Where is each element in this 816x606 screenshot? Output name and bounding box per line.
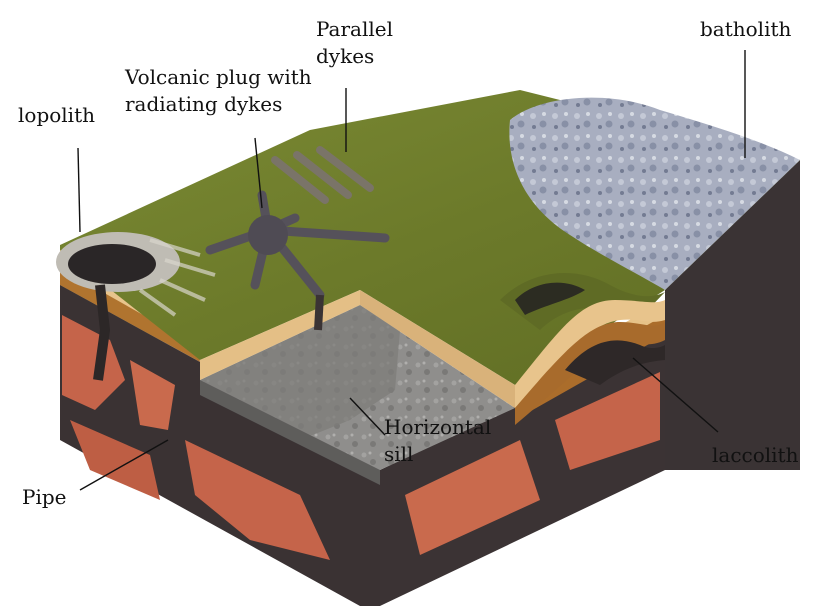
laccolith-dark-hollow	[515, 282, 585, 315]
label-laccolith: laccolith	[712, 443, 799, 467]
label-volcanic-plug: Volcanic plug with radiating dykes	[125, 64, 312, 118]
plug-core	[248, 215, 288, 255]
brown-layer-front	[60, 268, 200, 362]
lopolith-rays	[138, 238, 216, 317]
laccolith-body	[565, 340, 665, 385]
parallel-dyke-2	[293, 151, 352, 199]
laccolith	[500, 273, 665, 425]
label-horizontal-sill: Horizontal sill	[384, 414, 491, 468]
red-rock-right-1	[405, 440, 540, 555]
parallel-dykes	[271, 146, 374, 204]
plug-feeder	[314, 294, 324, 331]
label-horizontal-sill-line1: Horizontal	[384, 415, 492, 439]
lopolith-basin	[68, 244, 156, 284]
red-rock-patch-3	[185, 440, 330, 560]
leader-laccolith	[632, 357, 719, 433]
lopolith	[56, 232, 216, 381]
label-parallel-dykes-line1: Parallel	[316, 17, 393, 41]
batholith-side	[665, 160, 800, 470]
label-batholith: batholith	[700, 17, 792, 41]
label-parallel-dykes-line2: dykes	[316, 44, 375, 68]
label-volcanic-plug-line2: radiating dykes	[125, 92, 283, 116]
label-lopolith: lopolith	[18, 103, 95, 127]
radiating-dykes	[205, 190, 390, 300]
red-rock-patch-2	[130, 360, 175, 430]
red-rock-patch-1	[62, 315, 125, 410]
label-pipe: Pipe	[22, 485, 67, 509]
leader-lines	[77, 50, 746, 491]
red-rock-patch-4	[70, 420, 160, 500]
horizontal-sill	[200, 290, 515, 485]
leader-sill	[349, 397, 386, 436]
parallel-dyke-3	[316, 146, 374, 192]
label-volcanic-plug-line1: Volcanic plug with	[125, 65, 312, 89]
label-horizontal-sill-line2: sill	[384, 442, 414, 466]
laccolith-arch-brown	[515, 322, 665, 425]
leader-pipe	[79, 439, 169, 491]
leader-plug	[254, 137, 263, 209]
parallel-dyke-1	[271, 156, 329, 204]
sill-cavity-wall-right	[360, 290, 515, 408]
laccolith-arch-sand	[515, 300, 665, 408]
label-parallel-dykes: Parallel dykes	[316, 16, 393, 70]
leader-lopolith	[77, 147, 81, 233]
volcanic-plug	[205, 190, 390, 331]
sill-front	[200, 380, 380, 485]
batholith-mass	[509, 97, 800, 290]
red-rock-right-2	[555, 372, 660, 470]
lopolith-feeder	[93, 284, 111, 381]
sill-step	[200, 305, 400, 470]
